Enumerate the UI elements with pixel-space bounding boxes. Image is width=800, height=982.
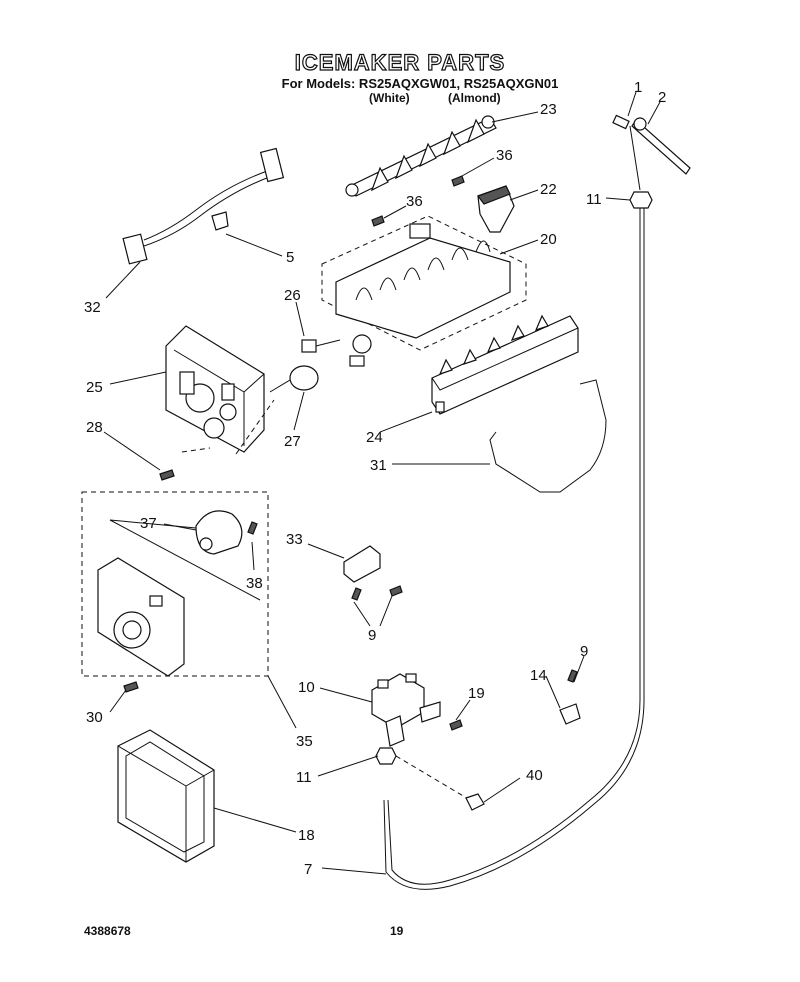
clip-part-5	[211, 211, 229, 231]
callout-11: 11	[586, 191, 602, 208]
callout-22: 22	[540, 181, 557, 198]
callout-36: 36	[406, 193, 423, 210]
callout-11: 11	[296, 769, 312, 786]
callout-19: 19	[468, 685, 485, 702]
module-plate-part-35	[97, 557, 185, 677]
callout-10: 10	[298, 679, 315, 696]
screw-part-38	[247, 521, 258, 535]
callout-30: 30	[86, 709, 103, 726]
water-valve-part-10	[371, 673, 441, 747]
wire-harness-part-32	[122, 147, 285, 265]
nut-part-11-bottom	[375, 747, 397, 765]
callout-23: 23	[540, 101, 557, 118]
ice-bin-pad-part-18	[117, 729, 215, 863]
shutoff-lever-part-26	[301, 339, 341, 353]
callout-38: 38	[246, 575, 263, 592]
stripper-part-23	[345, 115, 497, 197]
bracket-part-33	[343, 545, 381, 583]
callout-14: 14	[530, 667, 547, 684]
screw-part-28	[159, 469, 175, 481]
page-title: ICEMAKER PARTS	[294, 49, 506, 75]
callout-40: 40	[526, 767, 543, 784]
clamp-part-14	[559, 703, 581, 725]
callout-36: 36	[496, 147, 513, 164]
tube-fitting-part-1	[612, 114, 641, 191]
callout-18: 18	[298, 827, 315, 844]
module-housing-part-25	[165, 325, 265, 453]
screw-part-36-b	[371, 215, 385, 227]
callout-27: 27	[284, 433, 301, 450]
page-number: 19	[390, 924, 404, 938]
nut-part-40	[465, 793, 485, 811]
motor-part-37	[195, 510, 243, 555]
screw-part-30	[123, 681, 139, 693]
callout-24: 24	[366, 429, 383, 446]
screw-part-19	[449, 719, 463, 731]
callout-9: 9	[368, 627, 376, 644]
callout-31: 31	[370, 457, 387, 474]
screw-part-9-a	[351, 587, 362, 601]
ice-rake-part-24	[431, 314, 579, 415]
variant-white: (White)	[369, 91, 410, 105]
callout-1: 1	[634, 79, 642, 96]
callout-9: 9	[580, 643, 588, 660]
callout-5: 5	[286, 249, 294, 266]
variant-almond: (Almond)	[448, 91, 501, 105]
callout-37: 37	[140, 515, 157, 532]
models-line: For Models: RS25AQXGW01, RS25AQXGN01	[281, 76, 559, 91]
callout-35: 35	[296, 733, 313, 750]
callout-20: 20	[540, 231, 557, 248]
callout-28: 28	[86, 419, 103, 436]
callout-2: 2	[658, 89, 666, 106]
callout-25: 25	[86, 379, 103, 396]
bearing-part-27	[269, 365, 319, 393]
fill-tube	[387, 208, 641, 885]
callout-26: 26	[284, 287, 301, 304]
screw-part-9-c	[567, 669, 578, 683]
callout-7: 7	[304, 861, 312, 878]
screw-part-9-b	[389, 585, 403, 597]
shutoff-arm-part-31	[489, 379, 607, 493]
tube-fitting-part-2	[631, 117, 691, 175]
screw-part-36-a	[451, 175, 465, 187]
fill-cup-part-22	[477, 185, 515, 233]
nut-part-11-top	[629, 191, 653, 209]
callout-32: 32	[84, 299, 101, 316]
mold-part-20	[335, 223, 511, 367]
document-number: 4388678	[84, 924, 131, 938]
callout-33: 33	[286, 531, 303, 548]
